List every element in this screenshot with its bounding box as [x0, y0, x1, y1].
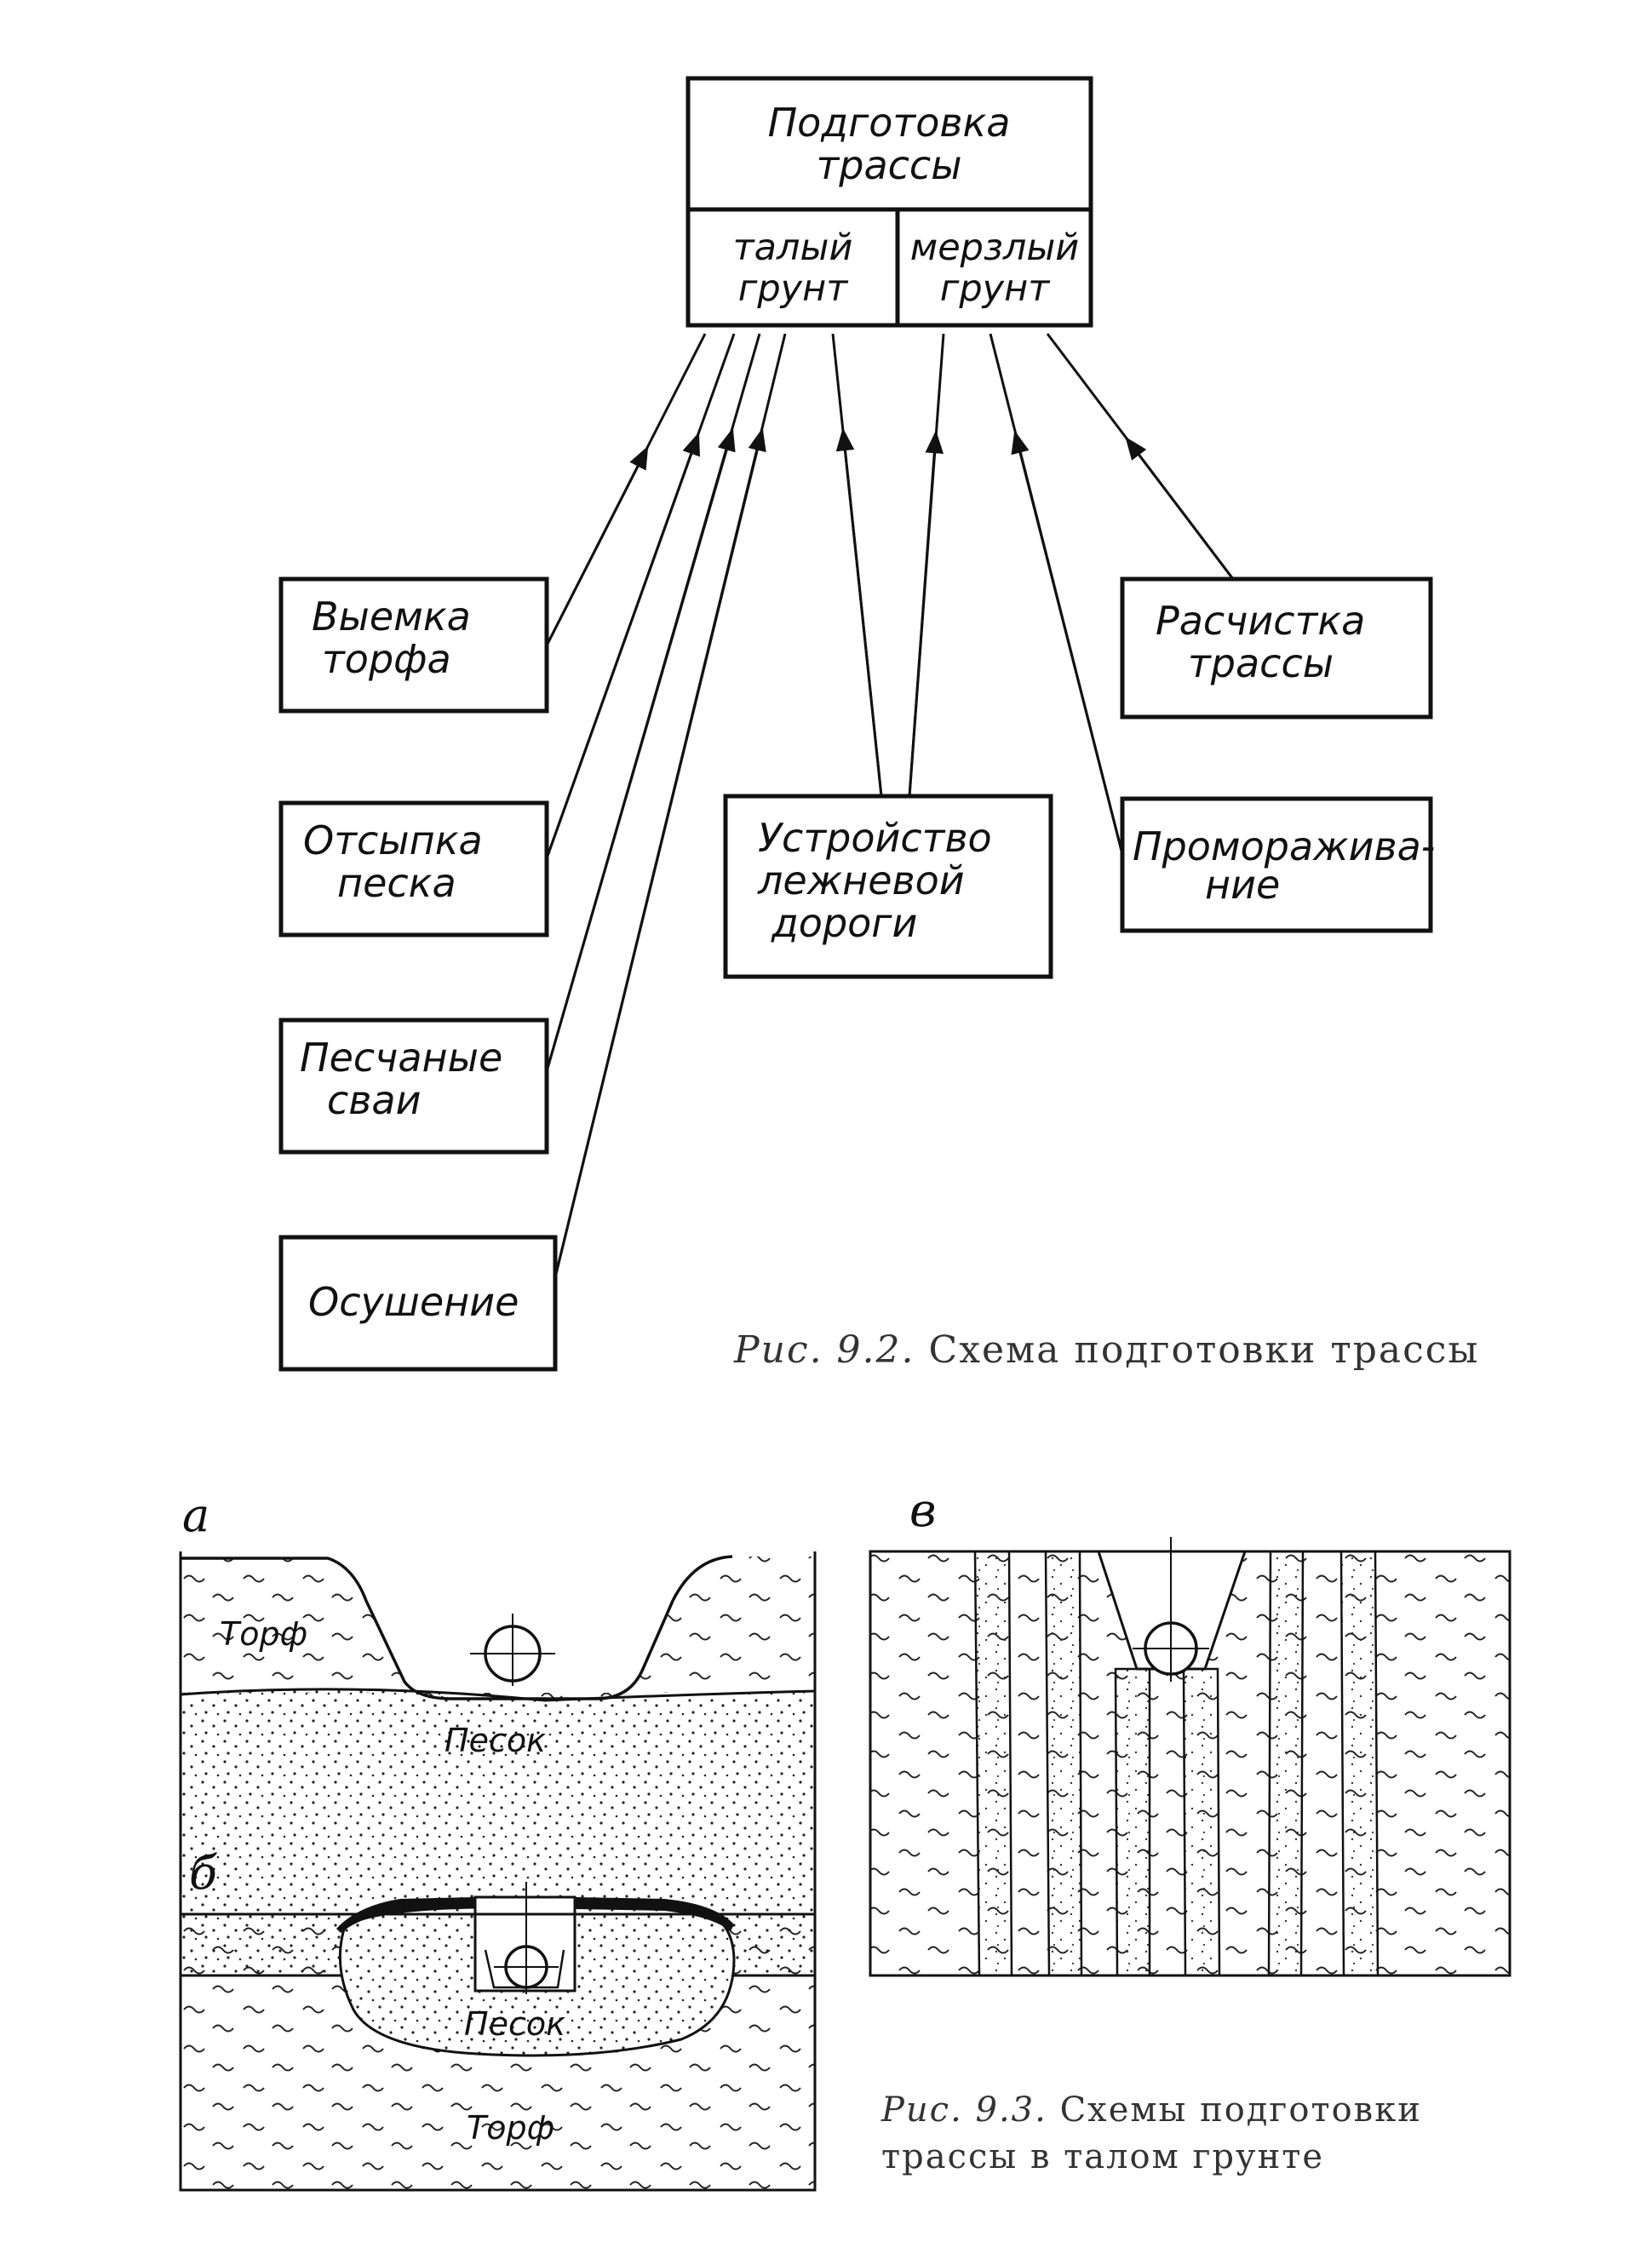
box-peat-removal-line1: Выемка	[312, 593, 471, 639]
root-thawed-line2: грунт	[738, 267, 849, 310]
panel-a-pipe	[470, 1614, 555, 1686]
box-sand-piles-line2: сваи	[327, 1077, 422, 1123]
box-sand-piles: Песчаные сваи	[278, 1018, 549, 1155]
panel-b-pipe	[494, 1882, 559, 1994]
figure-9-3-diagrams: а Торф Песок в	[179, 1483, 1511, 2192]
box-sand-piles-line1: Песчаные	[300, 1035, 502, 1081]
figure-9-2-caption-prefix: Рис. 9.2.	[734, 1328, 915, 1372]
box-sand-fill: Отсыпка песка	[278, 800, 549, 938]
arrow-clearing-head	[1125, 436, 1235, 580]
arrow-sand-fill-head	[545, 432, 700, 859]
box-log-road-line2: лежневой	[757, 857, 965, 903]
panel-v-sand-piles	[973, 1550, 1380, 1977]
box-sand-fill-line2: песка	[337, 860, 456, 906]
arrow-sand-piles-head	[545, 427, 736, 1072]
root-frozen-line1: мерзлый	[910, 226, 1079, 269]
box-drainage: Осушение	[278, 1235, 558, 1372]
box-log-road-line1: Устройство	[758, 815, 992, 861]
arrow-log-road-left-head	[835, 427, 883, 797]
box-drainage-line1: Осушение	[308, 1279, 519, 1325]
arrow-drainage-head	[554, 427, 766, 1278]
panel-b-cap	[336, 1897, 475, 1933]
figure-9-3-caption-line1: Рис. 9.3. Схемы подготовки	[881, 2090, 1422, 2130]
root-thawed-line1: талый	[733, 226, 853, 269]
box-clearing: Расчистка трассы	[1120, 576, 1433, 720]
box-log-road-line3: дороги	[771, 900, 917, 946]
panel-b-label-peat: Торф	[467, 2109, 554, 2147]
panel-a-letter: а	[182, 1488, 209, 1542]
figure-9-2-diagram: Подготовка трассы талый грунт мерзлый гр…	[278, 76, 1435, 1372]
root-title-line2: трассы	[816, 142, 961, 188]
panel-b: б Песок Торф	[179, 1846, 817, 2192]
panel-a-label-sand: Песок	[445, 1722, 546, 1759]
panel-v-pipe	[1133, 1537, 1209, 1682]
panel-b-letter: б	[189, 1846, 218, 1900]
box-log-road: Устройство лежневой дороги	[723, 794, 1053, 979]
box-peat-removal-line2: торфа	[322, 636, 451, 682]
arrow-peat-removal-head	[545, 445, 649, 646]
box-freezing: Проморажива- ние	[1120, 796, 1435, 933]
box-freezing-line1: Проморажива-	[1133, 823, 1435, 869]
box-peat-removal: Выемка торфа	[278, 576, 549, 714]
panel-v: в	[869, 1483, 1511, 1977]
arrows	[545, 333, 1235, 1278]
panel-v-letter: в	[909, 1483, 936, 1537]
panel-b-label-sand: Песок	[464, 2005, 565, 2043]
root-frozen-line2: грунт	[940, 267, 1051, 310]
figure-9-3-caption-prefix: Рис. 9.3.	[881, 2090, 1047, 2130]
panel-a-label-peat: Торф	[220, 1615, 307, 1653]
box-sand-fill-line1: Отсыпка	[303, 817, 483, 863]
panel-a-peat	[181, 1557, 815, 1699]
root-box: Подготовка трассы талый грунт мерзлый гр…	[685, 76, 1093, 328]
box-freezing-line2: ние	[1205, 862, 1280, 908]
root-title-line1: Подготовка	[768, 100, 1011, 146]
figure-9-2-caption: Рис. 9.2. Схема подготовки трассы	[734, 1328, 1479, 1372]
box-clearing-line2: трассы	[1188, 640, 1334, 686]
figure-9-3-caption-line2: трассы в талом грунте	[881, 2137, 1325, 2176]
arrow-freezing-head	[1011, 430, 1124, 855]
figure-9-3-caption-text1: Схемы подготовки	[1059, 2090, 1422, 2130]
figure-9-2-caption-text: Схема подготовки трассы	[928, 1328, 1480, 1372]
arrow-log-road-right-head	[908, 430, 944, 797]
box-clearing-line1: Расчистка	[1156, 598, 1365, 644]
